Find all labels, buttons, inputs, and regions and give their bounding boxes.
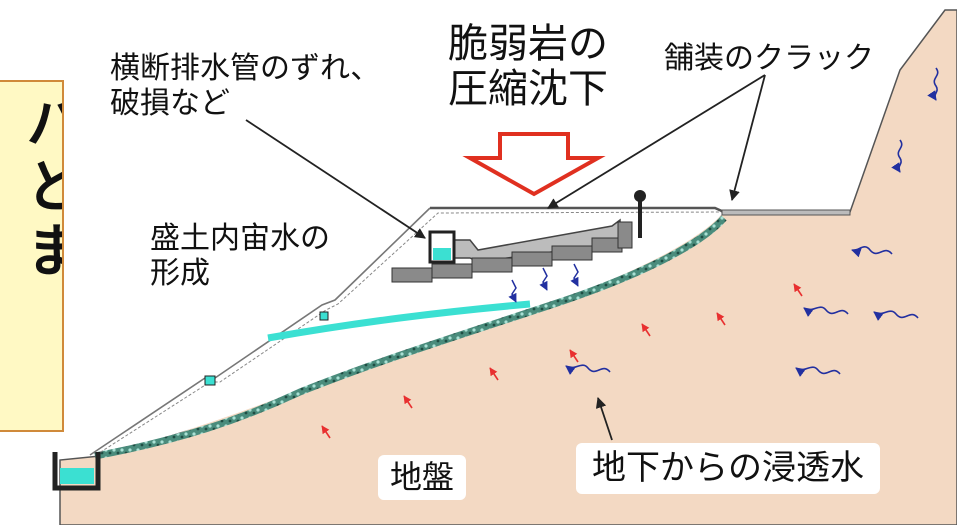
bottom-drain-water bbox=[60, 468, 94, 484]
bottom-drain bbox=[52, 452, 101, 491]
leader-crack-2 bbox=[729, 74, 766, 202]
gravel-boundary bbox=[94, 215, 727, 460]
seepage-arrows bbox=[321, 283, 803, 439]
leader-crack-1 bbox=[547, 74, 766, 209]
label-rock-settlement: 脆弱岩の 圧縮沈下 bbox=[448, 21, 608, 112]
drain-water bbox=[433, 248, 451, 260]
side-note-text: バとま bbox=[16, 92, 64, 284]
settlement-arrow bbox=[462, 132, 606, 197]
leader-seepage bbox=[595, 396, 613, 441]
pavement-right bbox=[721, 209, 851, 216]
perched-water bbox=[267, 300, 531, 342]
embankment-fill bbox=[90, 208, 724, 455]
label-pavement-crack: 舗装のクラック bbox=[664, 41, 874, 76]
label-groundwater-formation: 盛土内宙水の 形成 bbox=[150, 221, 330, 291]
leader-pipe bbox=[245, 119, 426, 239]
label-ground: 地盤 bbox=[378, 455, 467, 500]
slope-line bbox=[89, 207, 431, 456]
flow-squiggles bbox=[565, 67, 939, 378]
label-seepage: 地下からの浸透水 bbox=[576, 443, 880, 495]
slope-drain-2 bbox=[319, 311, 329, 321]
stone-blocks bbox=[391, 221, 633, 283]
water-drips bbox=[508, 263, 579, 303]
slope-drain-1 bbox=[204, 375, 216, 386]
side-note-box: バとま bbox=[0, 80, 64, 432]
post-head bbox=[634, 190, 646, 202]
label-pipe-displacement: 横断排水管のずれ、 破損など bbox=[110, 51, 381, 121]
